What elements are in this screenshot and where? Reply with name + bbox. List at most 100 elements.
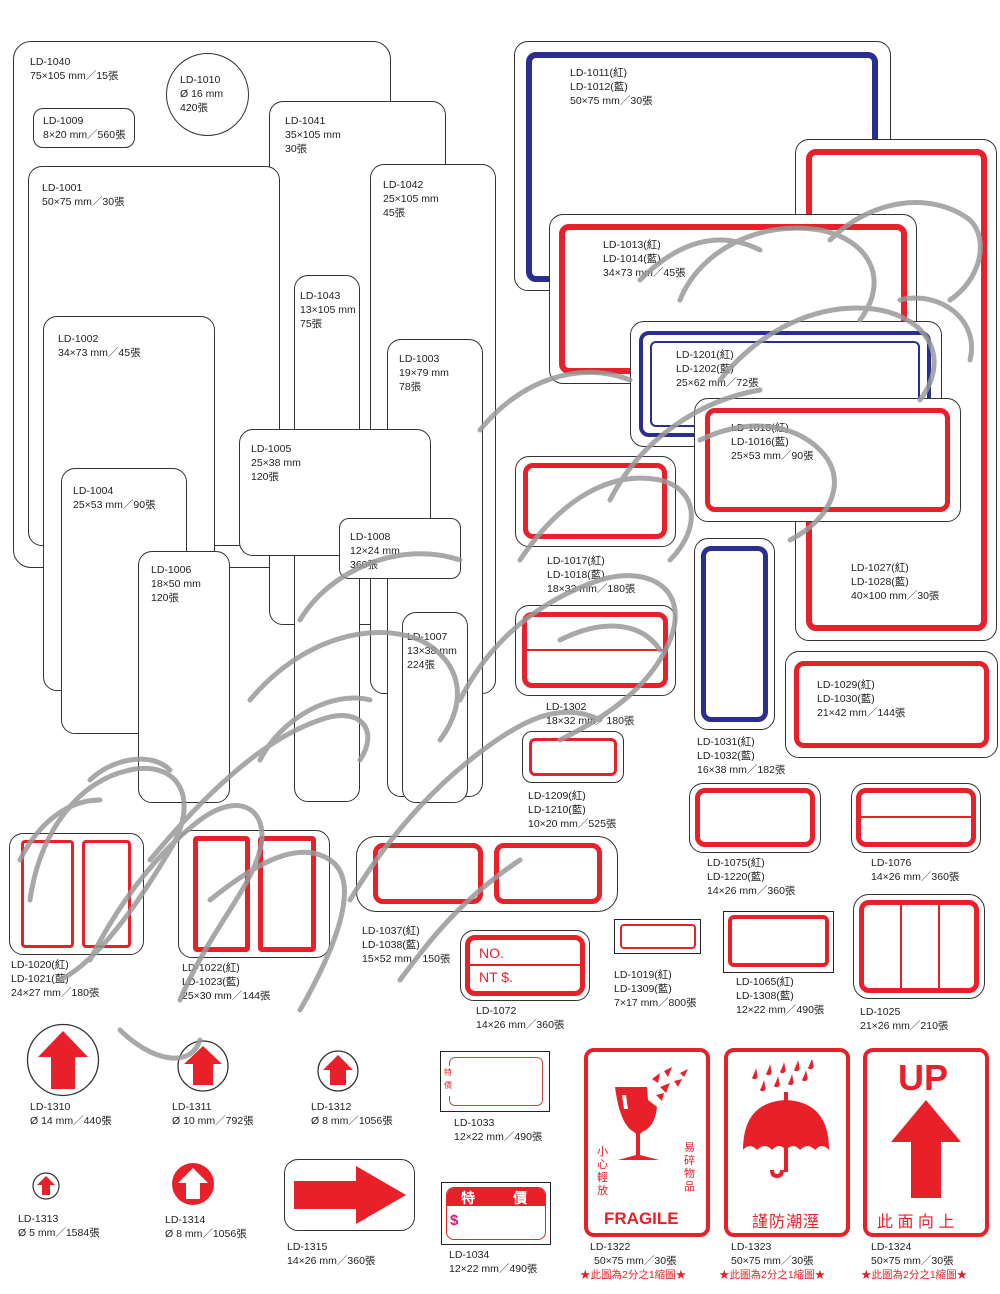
label-ld1312-text: LD-1312 Ø 8 mm／1056張	[311, 1100, 393, 1128]
label-ld1314-text: LD-1314 Ø 8 mm／1056張	[165, 1213, 247, 1241]
spec: 21×42 mm／144張	[817, 707, 906, 719]
label-ld1009[interactable]	[33, 108, 135, 148]
spec: 75×105 mm／15張	[30, 70, 119, 82]
spec: Ø 10 mm／792張	[172, 1115, 254, 1127]
arrow-up-icon	[37, 1176, 55, 1195]
label-ld1065[interactable]	[723, 911, 834, 973]
label-ld1072-divider	[468, 964, 582, 966]
code: LD-1002	[58, 333, 99, 345]
label-ld1006-text: LD-1006 18×50 mm 120張	[151, 563, 201, 605]
spec: 50×75 mm／30張	[42, 196, 125, 208]
label-ld1323-word: 謹防潮溼	[752, 1214, 821, 1231]
arrow-up-icon	[891, 1100, 961, 1198]
size: Ø 16 mm	[180, 88, 224, 100]
code: LD-1008	[350, 531, 391, 543]
label-ld1010-text: LD-1010 Ø 16 mm 420張	[180, 73, 223, 115]
note: ★此圖為2分之1縮圖★	[719, 1269, 826, 1281]
code: LD-1009	[43, 115, 84, 127]
code-blue: LD-1308(藍)	[736, 990, 794, 1002]
label-ld1037-text: LD-1037(紅) LD-1038(藍) 15×52 mm／150張	[362, 924, 450, 966]
label-ld1322[interactable]	[584, 1048, 710, 1237]
size: 13×105 mm	[300, 304, 356, 316]
label-ld1010[interactable]	[166, 53, 249, 136]
label-ld1323[interactable]	[724, 1048, 850, 1237]
label-ld1324[interactable]	[863, 1048, 989, 1237]
spec: 14×26 mm／360張	[476, 1019, 565, 1031]
label-ld1034[interactable]	[441, 1182, 551, 1245]
code: LD-1314	[165, 1214, 206, 1226]
code: LD-1310	[30, 1101, 71, 1113]
code-blue: LD-1014(藍)	[603, 253, 661, 265]
label-ld1040-text: LD-1040 75×105 mm／15張	[30, 55, 118, 83]
spec: 21×26 mm／210張	[860, 1020, 949, 1032]
label-ld1313[interactable]	[32, 1172, 60, 1200]
label-ld1031-text: LD-1031(紅) LD-1032(藍) 16×38 mm／182張	[697, 735, 785, 777]
label-ld1076-text: LD-1076 14×26 mm／360張	[871, 856, 959, 884]
code: LD-1324	[871, 1241, 912, 1253]
code-red: LD-1037(紅)	[362, 925, 420, 937]
label-ld1075[interactable]	[689, 783, 821, 853]
label-ld1022-text: LD-1022(紅) LD-1023(藍) 25×30 mm／144張	[182, 961, 270, 1003]
code: LD-1313	[18, 1213, 59, 1225]
label-ld1072-no: NO.	[479, 945, 504, 961]
label-ld1314[interactable]	[171, 1162, 215, 1206]
label-ld1302-divider	[526, 649, 664, 651]
code-red: LD-1027(紅)	[851, 562, 909, 574]
code-red: LD-1013(紅)	[603, 239, 661, 251]
arrow-up-icon	[178, 1168, 208, 1199]
spec: 25×30 mm／144張	[182, 990, 271, 1002]
code: LD-1315	[287, 1241, 328, 1253]
label-ld1013-text: LD-1013(紅) LD-1014(藍) 34×73 mm／45張	[603, 238, 686, 280]
label-ld1312[interactable]	[317, 1050, 359, 1092]
label-ld1310[interactable]	[26, 1023, 100, 1097]
label-ld1029-frame	[794, 661, 989, 748]
spec: 7×17 mm／800張	[614, 997, 697, 1009]
label-ld1323-text: LD-1323 50×75 mm／30張 ★此圖為2分之1縮圖★	[719, 1240, 825, 1282]
code-blue: LD-1030(藍)	[817, 693, 875, 705]
code-blue: LD-1309(藍)	[614, 983, 672, 995]
label-ld1037-frame-right	[494, 843, 602, 904]
spec: 12×22 mm／490張	[736, 1004, 825, 1016]
label-ld1033-mark2: 價	[444, 1081, 452, 1090]
spec: Ø 8 mm／1056張	[311, 1115, 393, 1127]
label-ld1311[interactable]	[177, 1040, 229, 1092]
label-ld1019[interactable]	[614, 919, 701, 954]
code: LD-1025	[860, 1006, 901, 1018]
code-blue: LD-1210(藍)	[528, 804, 586, 816]
label-ld1076[interactable]	[851, 783, 981, 853]
code: LD-1001	[42, 182, 83, 194]
label-ld1322-right-text: 易碎物品	[684, 1142, 695, 1193]
label-ld1033[interactable]	[440, 1051, 550, 1112]
code-blue: LD-1023(藍)	[182, 976, 240, 988]
label-ld1002-text: LD-1002 34×73 mm／45張	[58, 332, 141, 360]
label-ld1031[interactable]	[694, 538, 775, 730]
spec: 24×27 mm／180張	[11, 987, 100, 999]
label-ld1025-divider-1	[900, 903, 902, 990]
label-ld1017-frame	[523, 463, 667, 539]
label-ld1037-frame-left	[373, 843, 483, 904]
code-red: LD-1031(紅)	[697, 736, 755, 748]
qty: 360張	[350, 559, 379, 571]
spec: 18×32 mm／180張	[547, 583, 636, 595]
code-red: LD-1015(紅)	[731, 422, 789, 434]
label-ld1022-frame-right	[258, 836, 316, 952]
label-ld1008-text: LD-1008 12×24 mm 360張	[350, 530, 400, 572]
label-ld1034-header	[447, 1188, 545, 1206]
label-ld1027-text: LD-1027(紅) LD-1028(藍) 40×100 mm／30張	[851, 561, 939, 603]
label-ld1034-head1: 特	[461, 1190, 475, 1206]
code-red: LD-1022(紅)	[182, 962, 240, 974]
code: LD-1311	[172, 1101, 212, 1113]
label-ld1072-text: LD-1072 14×26 mm／360張	[476, 1004, 564, 1032]
spec: 12×22 mm／490張	[454, 1131, 543, 1143]
label-ld1072-nt: NT $.	[479, 969, 513, 985]
label-ld1075-frame	[695, 788, 815, 847]
note: ★此圖為2分之1縮圖★	[580, 1269, 687, 1281]
spec: 50×75 mm／30張	[570, 95, 653, 107]
label-ld1302-text: LD-1302 18×32 mm／180張	[546, 700, 634, 728]
label-ld1025[interactable]	[853, 894, 985, 999]
label-ld1020-frame-right	[82, 840, 131, 948]
label-ld1029[interactable]	[785, 651, 998, 758]
label-ld1034-text: LD-1034 12×22 mm／490張	[449, 1248, 537, 1276]
broken-glass-icon	[615, 1067, 688, 1160]
label-ld1011-text: LD-1011(紅) LD-1012(藍) 50×75 mm／30張	[570, 66, 653, 108]
